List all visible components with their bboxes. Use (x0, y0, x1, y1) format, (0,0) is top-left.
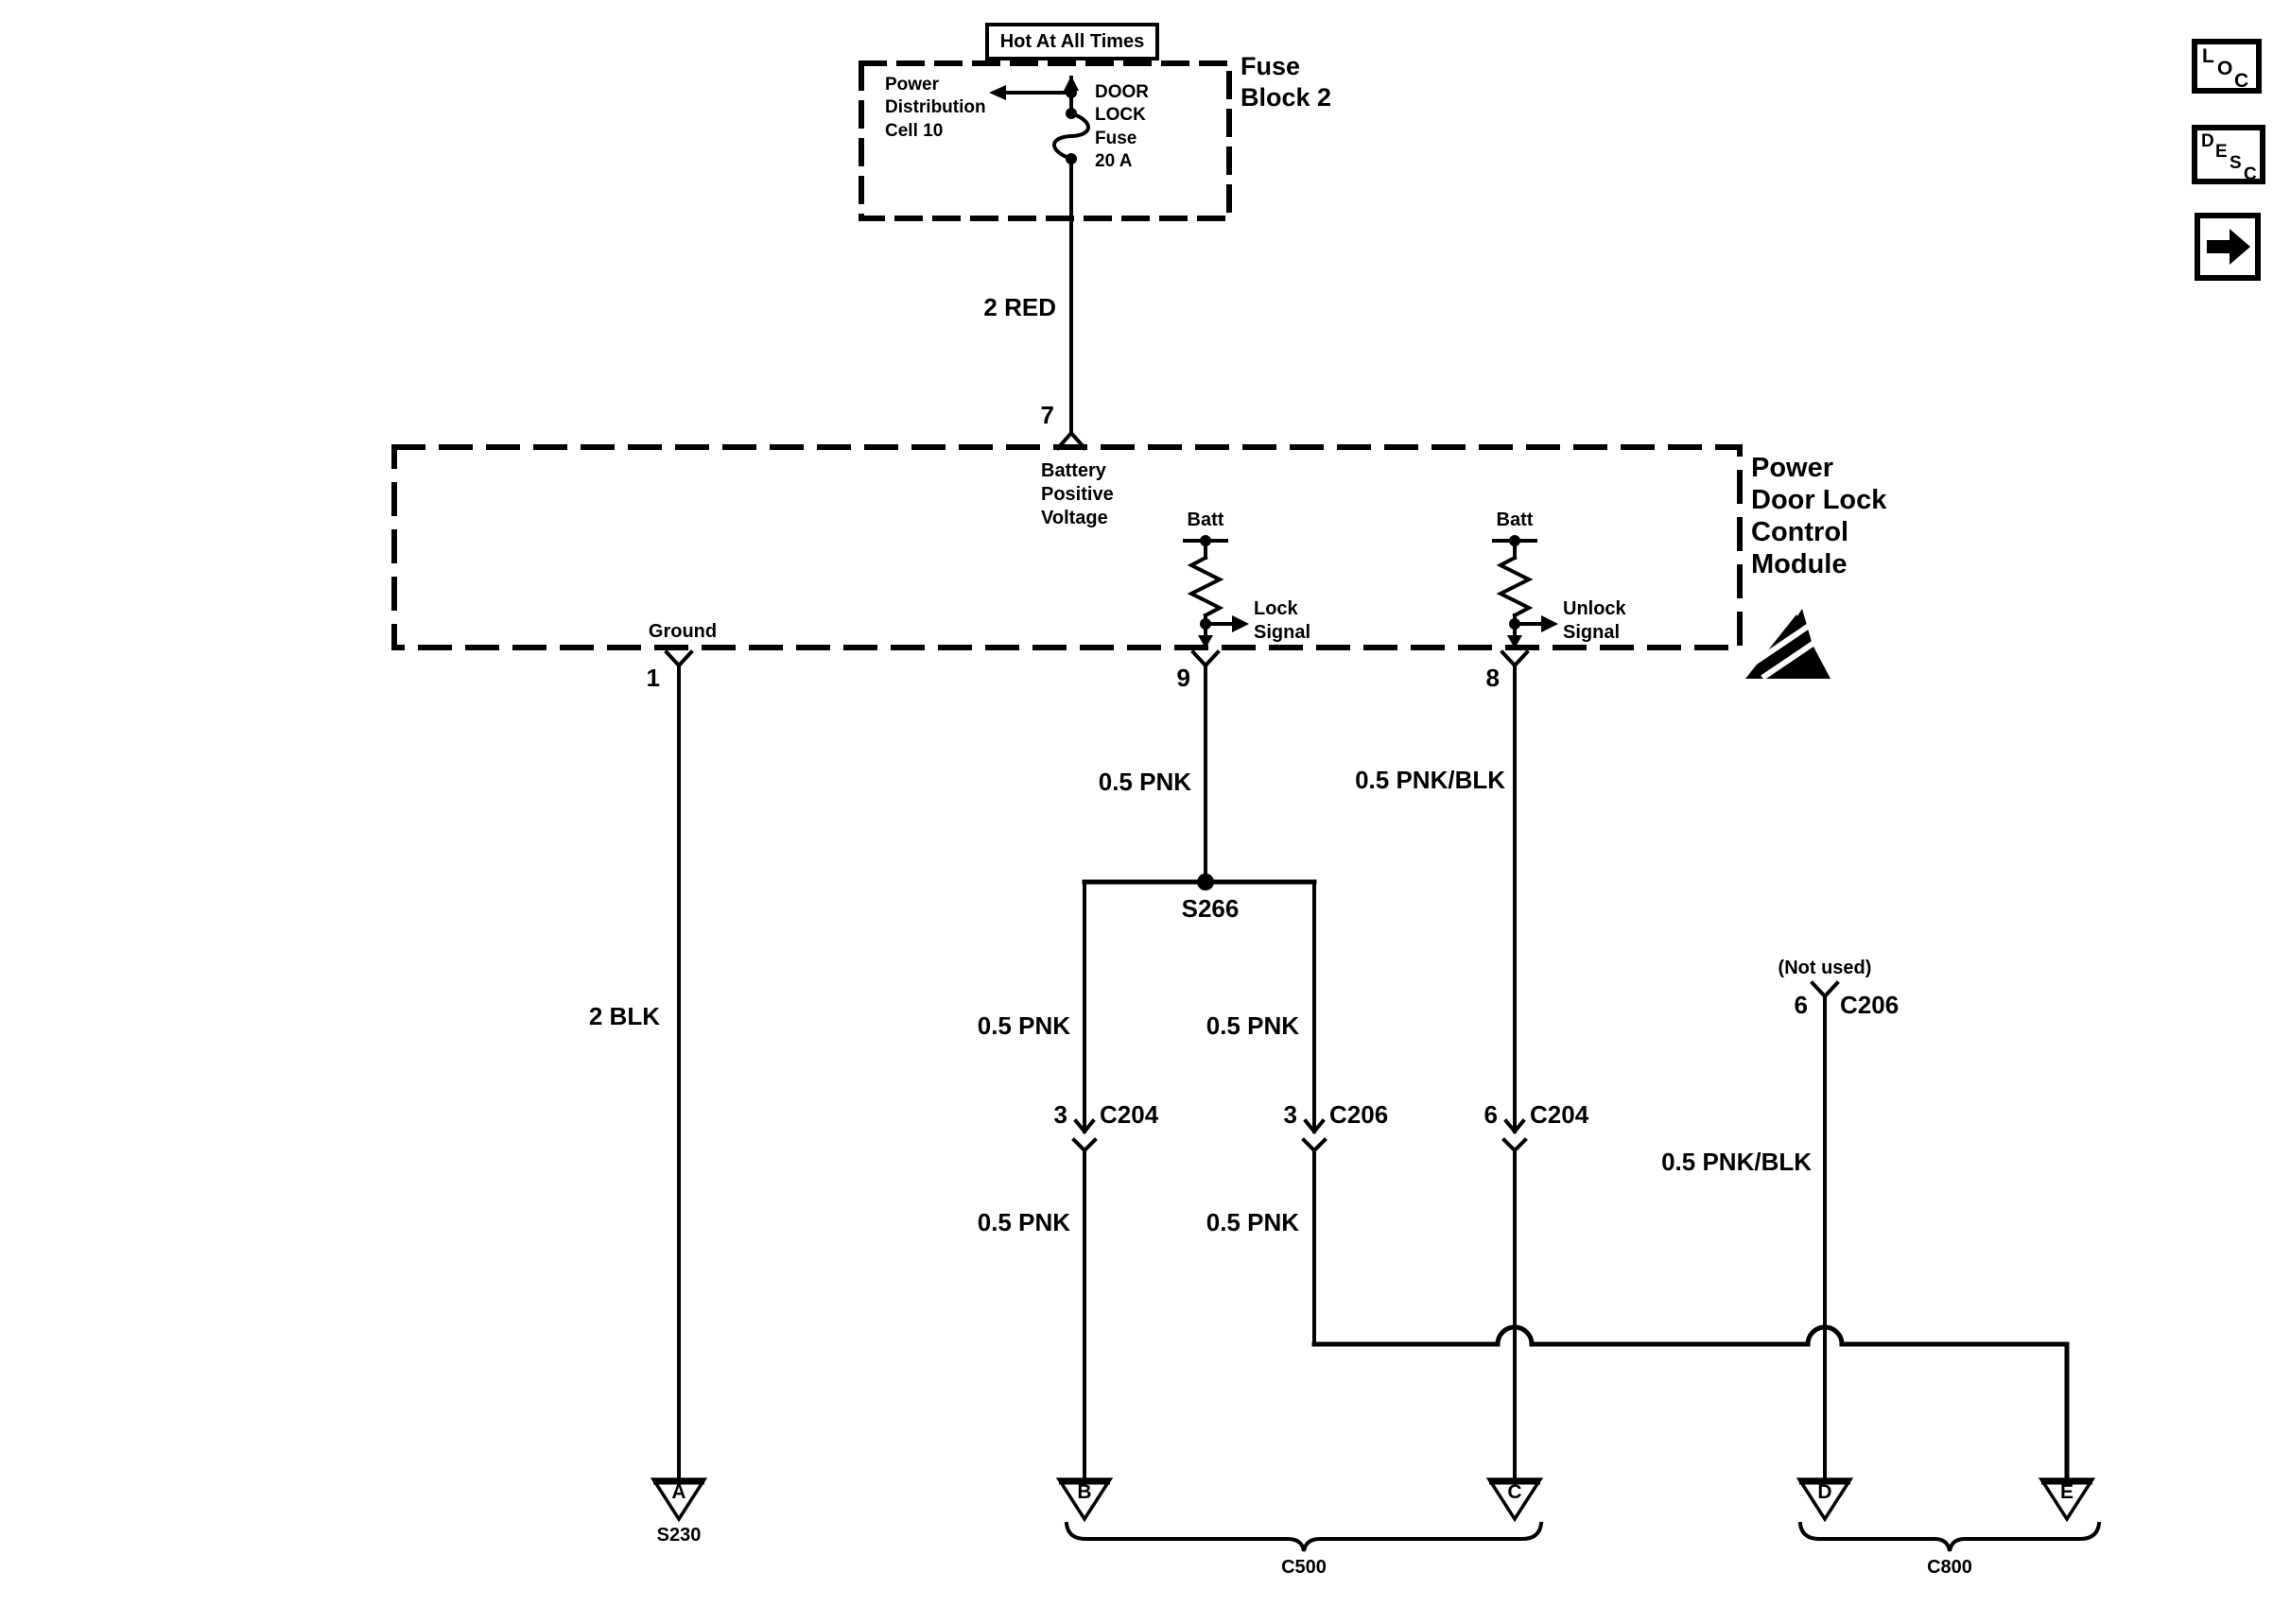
unlock-signal-label: Unlock Signal (1563, 598, 1626, 643)
pin7-label: 7 (1040, 401, 1054, 429)
branch-left-lower-wire-label: 0.5 PNK (977, 1208, 1070, 1236)
fuse-block-name-label: Fuse Block 2 (1241, 52, 1332, 112)
pin8-label: 8 (1485, 664, 1500, 692)
pin7-connector-symbol (1055, 429, 1087, 451)
connector-c204-pin3-name-label: C204 (1100, 1100, 1159, 1129)
next-page-button[interactable] (2195, 213, 2261, 281)
loc-button[interactable]: L O C (2192, 39, 2262, 94)
unlock-feed-wire-label: 0.5 PNK/BLK (1355, 766, 1505, 794)
pin8-connector-symbol (1500, 649, 1530, 679)
off-page-triangle-a (650, 1477, 708, 1523)
lock-batt-label: Batt (1187, 510, 1224, 530)
unlock-batt-label: Batt (1496, 510, 1534, 530)
lock-output-arrowhead (1198, 635, 1213, 648)
module-name-label: Power Door Lock Control Module (1751, 453, 1887, 579)
power-distribution-ref-label: Power Distribution Cell 10 (885, 75, 986, 141)
connector-c800-label: C800 (1927, 1557, 1972, 1578)
connector-c206-pin3-name-label: C206 (1329, 1100, 1389, 1129)
hot-feed-up-arrow (1064, 76, 1079, 91)
fuse-name-label: DOOR LOCK Fuse 20 A (1095, 82, 1149, 171)
branch-right-upper-wire-label: 0.5 PNK (1206, 1011, 1299, 1040)
battery-function-label: Battery Positive Voltage (1041, 460, 1114, 528)
off-page-triangle-e (2038, 1477, 2096, 1523)
feed-wire-label: 2 RED (983, 293, 1056, 321)
desc-letter-3: S (2230, 153, 2242, 173)
loc-letter-1: L (2202, 45, 2214, 67)
c500-brace (1064, 1521, 1544, 1552)
spare-wire (1810, 980, 1840, 1481)
off-page-letter-a: A (671, 1481, 686, 1503)
branch-left-upper-wire-label: 0.5 PNK (977, 1011, 1070, 1040)
ground-function-label: Ground (648, 621, 718, 642)
loc-letter-3: C (2234, 70, 2249, 92)
unlock-signal-arrowhead (1541, 615, 1558, 632)
lock-signal-arrowhead (1232, 615, 1249, 632)
connector-c204-pin6-symbol (1501, 1118, 1528, 1153)
off-page-triangle-c (1485, 1477, 1544, 1523)
splice-s266-dot (1197, 873, 1214, 890)
c800-brace (1797, 1521, 2102, 1552)
pin1-label: 1 (646, 664, 660, 692)
connector-c500-label: C500 (1281, 1557, 1327, 1578)
loc-letter-2: O (2217, 58, 2233, 79)
connector-c206-pin6-pin-label: 6 (1794, 991, 1808, 1019)
connector-c206-pin3-symbol (1301, 1118, 1327, 1153)
module-dashed-box (391, 444, 1743, 650)
off-page-letter-e: E (2059, 1481, 2073, 1503)
unlock-output-arrowhead (1507, 635, 1522, 648)
lock-bus-wire (1311, 1324, 2070, 1482)
hot-at-all-times-banner: Hot At All Times (985, 23, 1159, 60)
off-page-triangle-b (1055, 1477, 1114, 1523)
connector-c204-pin6-pin-label: 6 (1484, 1100, 1498, 1129)
connector-c206-pin6-name-label: C206 (1840, 991, 1900, 1019)
desc-letter-4: C (2244, 164, 2257, 184)
pin9-label: 9 (1176, 664, 1190, 692)
fuse-element-symbol (1052, 111, 1090, 162)
lock-feed-wire-label: 0.5 PNK (1098, 768, 1191, 796)
power-distribution-arrow (989, 85, 1006, 100)
off-page-triangle-d (1796, 1477, 1854, 1523)
lock-signal-label: Lock Signal (1254, 598, 1311, 643)
right-arrow-icon (2207, 229, 2250, 265)
esd-sensitive-icon (1745, 609, 1831, 681)
connector-c204-pin3-symbol (1071, 1118, 1098, 1153)
splice-s230-label: S230 (656, 1525, 702, 1546)
pin1-connector-symbol (664, 649, 694, 679)
desc-letter-1: D (2201, 131, 2214, 151)
connector-c204-pin6-name-label: C204 (1530, 1100, 1589, 1129)
splice-s266-label: S266 (1181, 894, 1240, 923)
desc-button[interactable]: D E S C (2192, 125, 2265, 184)
off-page-letter-c: C (1507, 1481, 1522, 1503)
desc-letter-2: E (2215, 142, 2228, 162)
fuse-block-dashed-box (859, 60, 1232, 221)
not-used-note: (Not used) (1778, 958, 1872, 978)
pin9-connector-symbol (1190, 649, 1221, 679)
off-page-letter-d: D (1817, 1481, 1832, 1503)
ground-wire-label: 2 BLK (588, 1002, 660, 1030)
off-page-letter-b: B (1077, 1481, 1092, 1503)
connector-c204-pin3-pin-label: 3 (1053, 1100, 1067, 1129)
spare-wire-label: 0.5 PNK/BLK (1661, 1148, 1812, 1176)
connector-c206-pin3-pin-label: 3 (1283, 1100, 1297, 1129)
branch-right-lower-wire-label: 0.5 PNK (1206, 1208, 1299, 1236)
